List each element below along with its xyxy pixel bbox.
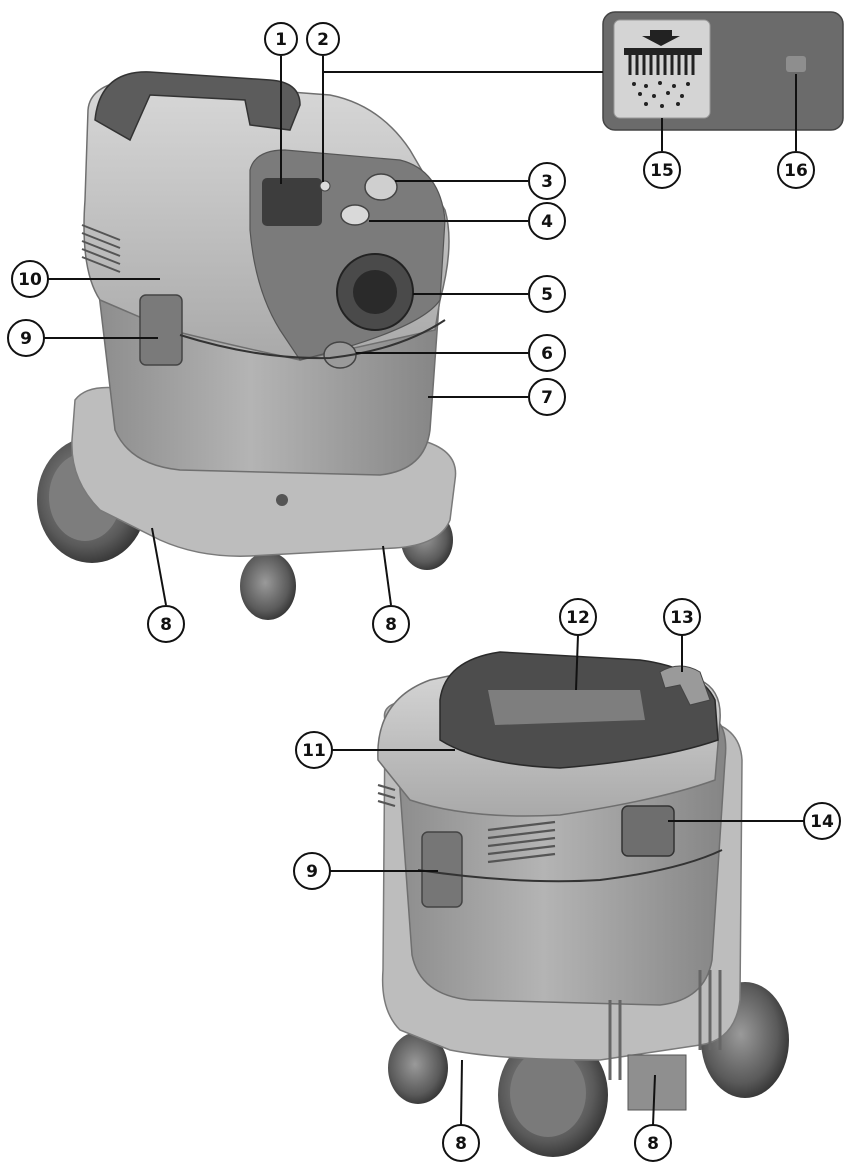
rear-cooling-fins (608, 970, 722, 1080)
front-caster-wheel-left (240, 552, 296, 620)
svg-text:11: 11 (302, 741, 326, 761)
top-handle (94, 71, 301, 142)
rear-caster-wheel (388, 1032, 448, 1104)
svg-text:15: 15 (650, 161, 674, 181)
container-latch-side[interactable] (139, 294, 183, 366)
callout-3: 3 (528, 162, 566, 200)
svg-text:8: 8 (455, 1134, 467, 1154)
svg-text:5: 5 (541, 285, 553, 305)
svg-text:16: 16 (784, 161, 808, 181)
svg-text:9: 9 (306, 862, 318, 882)
callout-9-bottom: 9 (293, 852, 331, 890)
indicator-light (319, 180, 331, 192)
rear-air-vents (377, 783, 556, 864)
callout-8-bottom-left: 8 (442, 1124, 480, 1162)
rear-foot (627, 1054, 687, 1111)
vacuum-front-view (37, 71, 457, 620)
svg-text:4: 4 (541, 212, 553, 232)
callout-12: 12 (559, 598, 597, 636)
callout-6: 6 (528, 334, 566, 372)
svg-text:9: 9 (20, 329, 32, 349)
suction-knob[interactable] (364, 173, 398, 201)
filter-cleaning-icon (624, 30, 702, 108)
callout-8-top-left: 8 (147, 605, 185, 643)
control-panel-display (262, 178, 322, 226)
callout-13: 13 (663, 598, 701, 636)
svg-text:8: 8 (647, 1134, 659, 1154)
callout-16: 16 (777, 151, 815, 189)
svg-text:7: 7 (541, 388, 553, 408)
callout-2: 2 (306, 22, 340, 56)
svg-text:12: 12 (566, 608, 590, 628)
svg-text:14: 14 (810, 812, 834, 832)
svg-text:8: 8 (160, 615, 172, 635)
svg-text:10: 10 (18, 270, 42, 290)
rear-side-latch[interactable] (421, 831, 463, 908)
leader-lines (44, 56, 804, 1126)
svg-text:13: 13 (670, 608, 694, 628)
callout-5: 5 (528, 275, 566, 313)
callout-11: 11 (295, 731, 333, 769)
mode-switch[interactable] (340, 204, 370, 226)
svg-text:3: 3 (541, 172, 553, 192)
vacuum-rear-view (377, 651, 789, 1157)
rear-latch[interactable] (621, 805, 675, 857)
callout-9-top: 9 (7, 319, 45, 357)
operating-panel-inset (602, 11, 844, 131)
callout-8-top-right: 8 (372, 605, 410, 643)
callout-14: 14 (803, 802, 841, 840)
callout-10: 10 (11, 260, 49, 298)
callout-15: 15 (643, 151, 681, 189)
svg-text:8: 8 (385, 615, 397, 635)
svg-text:2: 2 (317, 30, 329, 50)
indicator-light-icon (786, 56, 806, 72)
svg-text:1: 1 (275, 30, 287, 50)
callout-7: 7 (528, 378, 566, 416)
svg-text:6: 6 (541, 344, 553, 364)
callout-4: 4 (528, 202, 566, 240)
callout-8-bottom-right: 8 (634, 1124, 672, 1162)
callout-1: 1 (264, 22, 298, 56)
air-vents (81, 224, 121, 273)
rear-handle[interactable] (659, 665, 711, 706)
